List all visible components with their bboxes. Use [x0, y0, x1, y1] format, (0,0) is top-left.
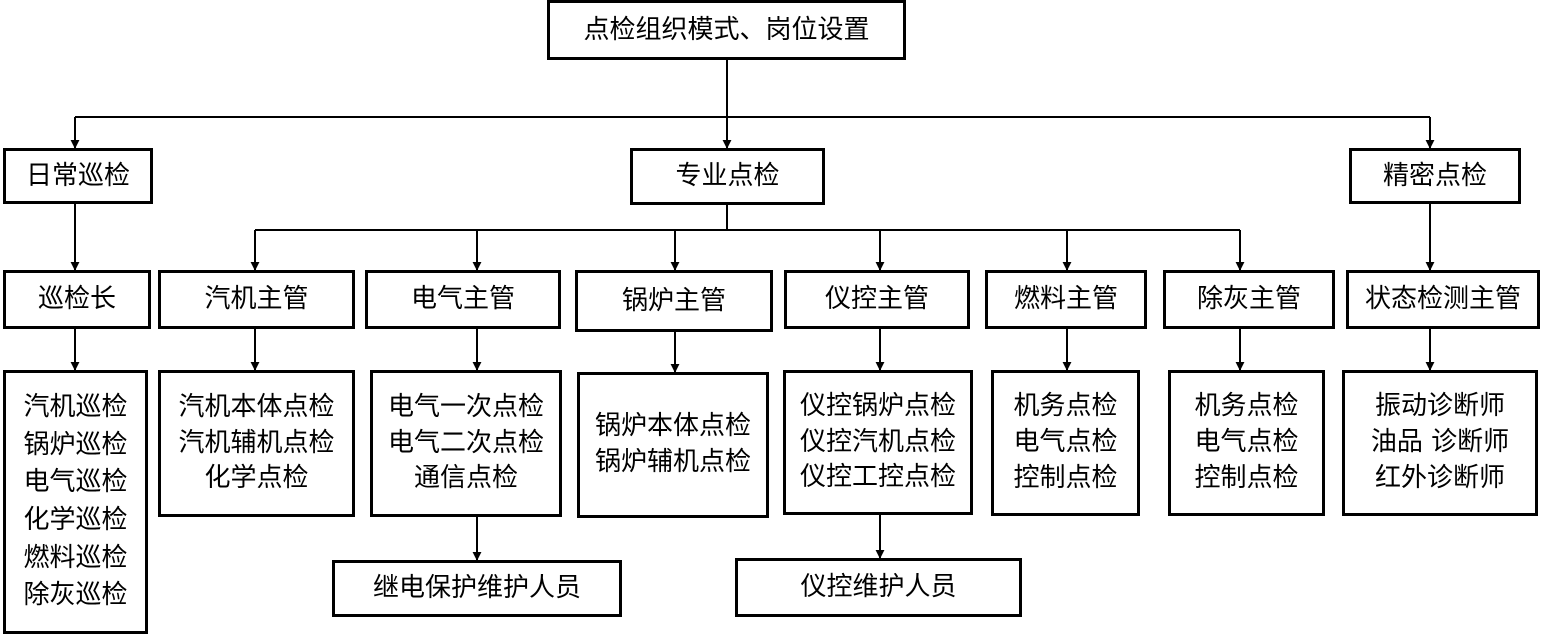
- fuel-manager-node: 燃料主管: [985, 270, 1147, 329]
- precision-inspection-label: 精密点检: [1382, 160, 1487, 191]
- instrument-duties-box: 仪控锅炉点检 仪控汽机点检 仪控工控点检: [783, 370, 973, 515]
- ash-manager-node: 除灰主管: [1163, 270, 1335, 329]
- electrical-duties-box: 电气一次点检 电气二次点检 通信点检: [370, 370, 562, 517]
- instrument-manager-label: 仪控主管: [824, 284, 929, 315]
- condition-duties-box: 振动诊断师 油品 诊断师 红外诊断师: [1342, 370, 1538, 516]
- patrol-duty-item: 除灰巡检: [23, 580, 128, 611]
- condition-duty-item: 油品 诊断师: [1370, 427, 1510, 458]
- condition-duty-item: 振动诊断师: [1374, 391, 1505, 422]
- daily-patrol-label: 日常巡检: [25, 160, 130, 191]
- electrical-manager-node: 电气主管: [365, 270, 561, 329]
- fuel-duty-item: 机务点检: [1013, 391, 1118, 422]
- relay-protection-staff-node: 继电保护维护人员: [332, 560, 622, 617]
- boiler-manager-node: 锅炉主管: [575, 270, 773, 332]
- boiler-duty-item: 锅炉本体点检: [594, 411, 751, 442]
- patrol-duty-item: 化学巡检: [23, 505, 128, 535]
- patrol-duty-item: 汽机巡检: [23, 391, 128, 422]
- fuel-duties-box: 机务点检 电气点检 控制点检: [991, 370, 1140, 516]
- boiler-duties-box: 锅炉本体点检 锅炉辅机点检: [577, 372, 769, 518]
- fuel-duty-item: 电气点检: [1013, 427, 1118, 458]
- daily-patrol-node: 日常巡检: [3, 148, 153, 204]
- root-node: 点检组织模式、岗位设置: [547, 0, 906, 60]
- turbine-manager-node: 汽机主管: [158, 270, 355, 329]
- instrument-maintenance-staff-label: 仪控维护人员: [800, 572, 957, 603]
- instrument-duty-item: 仪控汽机点检: [799, 426, 956, 457]
- electrical-manager-label: 电气主管: [410, 284, 515, 315]
- ash-duty-item: 机务点检: [1194, 391, 1299, 422]
- boiler-duty-item: 锅炉辅机点检: [594, 447, 751, 477]
- turbine-duty-item: 化学点检: [204, 463, 309, 494]
- condition-monitoring-manager-node: 状态检测主管: [1346, 270, 1540, 329]
- instrument-duty-item: 仪控工控点检: [799, 462, 956, 493]
- electrical-duty-item: 通信点检: [413, 463, 518, 494]
- turbine-duties-box: 汽机本体点检 汽机辅机点检 化学点检: [158, 370, 355, 517]
- patrol-duties-box: 汽机巡检 锅炉巡检 电气巡检 化学巡检 燃料巡检 除灰巡检: [3, 370, 148, 634]
- patrol-duty-item: 锅炉巡检: [23, 429, 128, 460]
- fuel-duty-item: 控制点检: [1013, 462, 1118, 493]
- electrical-duty-item: 电气一次点检: [387, 391, 544, 422]
- condition-duty-item: 红外诊断师: [1374, 462, 1505, 493]
- patrol-duty-item: 燃料巡检: [23, 542, 128, 573]
- precision-inspection-node: 精密点检: [1349, 148, 1521, 204]
- turbine-duty-item: 汽机辅机点检: [178, 427, 335, 458]
- ash-manager-label: 除灰主管: [1196, 284, 1301, 315]
- patrol-lead-node: 巡检长: [3, 270, 151, 329]
- professional-inspection-label: 专业点检: [675, 161, 780, 192]
- ash-duty-item: 控制点检: [1194, 462, 1299, 493]
- patrol-duty-item: 电气巡检: [23, 467, 128, 498]
- ash-duty-item: 电气点检: [1194, 427, 1299, 458]
- turbine-manager-label: 汽机主管: [204, 284, 309, 315]
- fuel-manager-label: 燃料主管: [1013, 284, 1118, 315]
- ash-duties-box: 机务点检 电气点检 控制点检: [1168, 370, 1325, 516]
- instrument-duty-item: 仪控锅炉点检: [799, 390, 956, 421]
- patrol-lead-label: 巡检长: [37, 284, 116, 315]
- electrical-duty-item: 电气二次点检: [387, 427, 544, 458]
- turbine-duty-item: 汽机本体点检: [178, 391, 335, 422]
- relay-protection-staff-label: 继电保护维护人员: [372, 573, 581, 604]
- condition-monitoring-manager-label: 状态检测主管: [1364, 284, 1521, 315]
- instrument-manager-node: 仪控主管: [784, 270, 970, 329]
- professional-inspection-node: 专业点检: [630, 148, 825, 205]
- root-label: 点检组织模式、岗位设置: [583, 14, 870, 45]
- instrument-maintenance-staff-node: 仪控维护人员: [735, 558, 1022, 617]
- boiler-manager-label: 锅炉主管: [621, 285, 726, 316]
